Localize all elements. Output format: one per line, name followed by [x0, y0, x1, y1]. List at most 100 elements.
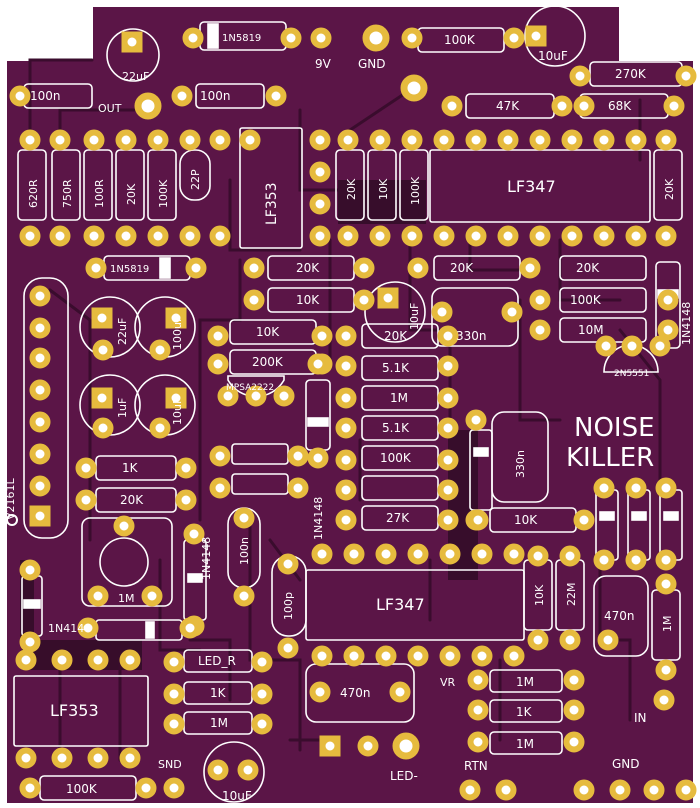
drill-hole	[34, 384, 46, 396]
title-noise: NOISE	[574, 413, 655, 443]
diode-1n5819-mid-label: 1N5819	[110, 264, 149, 275]
drill-hole	[140, 782, 152, 794]
drill-hole	[534, 294, 546, 306]
drill-hole	[92, 752, 104, 764]
cap-22p-label: 22P	[189, 169, 202, 190]
mounting-marker	[6, 514, 18, 526]
drill-hole	[530, 30, 542, 42]
drill-hole	[680, 784, 692, 796]
drill-hole	[438, 134, 450, 146]
drill-hole	[278, 390, 290, 402]
drill-hole	[406, 230, 418, 242]
drill-hole	[630, 554, 642, 566]
drill-hole	[34, 448, 46, 460]
drill-hole	[382, 292, 394, 304]
drill-hole	[34, 290, 46, 302]
res-20k-left-label: 20K	[120, 493, 144, 507]
drill-hole	[146, 590, 158, 602]
drill-hole	[168, 656, 180, 668]
vr-20k-a-label: 20K	[125, 183, 138, 205]
drill-hole	[412, 262, 424, 274]
res-1m-a-label: 1M	[390, 391, 408, 405]
drill-hole	[374, 134, 386, 146]
ic-lf347-bottom-label: LF347	[376, 595, 425, 614]
drill-hole	[630, 134, 642, 146]
drill-hole	[92, 654, 104, 666]
diode-1n4148-left-label: 1N4148	[200, 537, 213, 580]
cap-10uf-bottom-label: 10uF	[222, 789, 252, 803]
drill-hole	[658, 694, 670, 706]
drill-hole	[568, 704, 580, 716]
drill-hole	[24, 636, 36, 648]
drill-hole	[214, 230, 226, 242]
drill-hole	[442, 422, 454, 434]
drill-hole	[506, 306, 518, 318]
drill-hole	[602, 634, 614, 646]
res-10k-2-label: 10K	[256, 325, 280, 339]
cap-100p-label: 100p	[282, 592, 295, 620]
drill-hole	[566, 134, 578, 146]
drill-hole	[34, 480, 46, 492]
drill-hole	[680, 70, 692, 82]
drill-hole	[340, 360, 352, 372]
drill-hole	[285, 32, 297, 44]
res-47k-label: 47K	[496, 99, 520, 113]
vr-20k-b-label: 20K	[345, 178, 358, 200]
drill-hole	[124, 654, 136, 666]
drill-hole	[508, 32, 520, 44]
drill-hole	[502, 134, 514, 146]
drill-hole	[292, 482, 304, 494]
res-51k-a-label: 5.1K	[382, 361, 410, 375]
drill-hole	[316, 548, 328, 560]
cap-470n-right-label: 470n	[604, 609, 635, 623]
drill-hole	[476, 548, 488, 560]
vr-10k-label: 10K	[377, 178, 390, 200]
drill-hole	[190, 262, 202, 274]
drill-hole	[126, 36, 138, 48]
res-1k-bottom-label: 1K	[210, 686, 227, 700]
drill-hole	[660, 230, 672, 242]
drill-hole	[314, 230, 326, 242]
drill-hole	[380, 650, 392, 662]
res-1m-right-label: 1M	[661, 616, 674, 633]
drill-hole	[80, 494, 92, 506]
pads	[9, 24, 697, 801]
ic-lf353-bottom-label: LF353	[50, 701, 99, 720]
vr-100k-a-label: 100K	[157, 179, 170, 208]
drill-hole	[152, 134, 164, 146]
cap-330n-top-label: 330n	[456, 329, 487, 343]
res-51k-b-label: 5.1K	[382, 421, 410, 435]
drill-hole	[96, 312, 108, 324]
drill-hole	[626, 340, 638, 352]
res-20k-4-label: 20K	[384, 329, 408, 343]
res-100k-top-label: 100K	[444, 33, 476, 47]
res-200k-label: 200K	[252, 355, 284, 369]
res-100k-bottom-label: 100K	[66, 782, 98, 796]
drill-hole	[464, 784, 476, 796]
labels: 1N5819 22uF 9V GND 100K 10uF 270K 100n O…	[4, 33, 693, 803]
drill-hole	[214, 134, 226, 146]
drill-hole	[564, 550, 576, 562]
res-100k-3-label: 100K	[570, 293, 602, 307]
drill-hole	[342, 134, 354, 146]
res-20k-2-label: 20K	[450, 261, 474, 275]
drill-hole	[315, 32, 327, 44]
drill-hole	[24, 782, 36, 794]
drill-hole	[358, 294, 370, 306]
drill-hole	[256, 688, 268, 700]
drill-hole	[470, 230, 482, 242]
drill-hole	[54, 134, 66, 146]
drill-hole	[244, 134, 256, 146]
res-1m-bottom-label: 1M	[210, 716, 228, 730]
drill-hole	[374, 230, 386, 242]
drill-hole	[598, 554, 610, 566]
drill-hole	[214, 482, 226, 494]
vr-20k-c-label: 20K	[663, 178, 676, 200]
drill-hole	[436, 306, 448, 318]
drill-hole	[444, 548, 456, 560]
drill-hole	[212, 330, 224, 342]
diode-1n4148-bl-label: 1N4148	[48, 622, 91, 635]
drill-hole	[442, 484, 454, 496]
ic-lf353-top-label: LF353	[264, 182, 280, 225]
